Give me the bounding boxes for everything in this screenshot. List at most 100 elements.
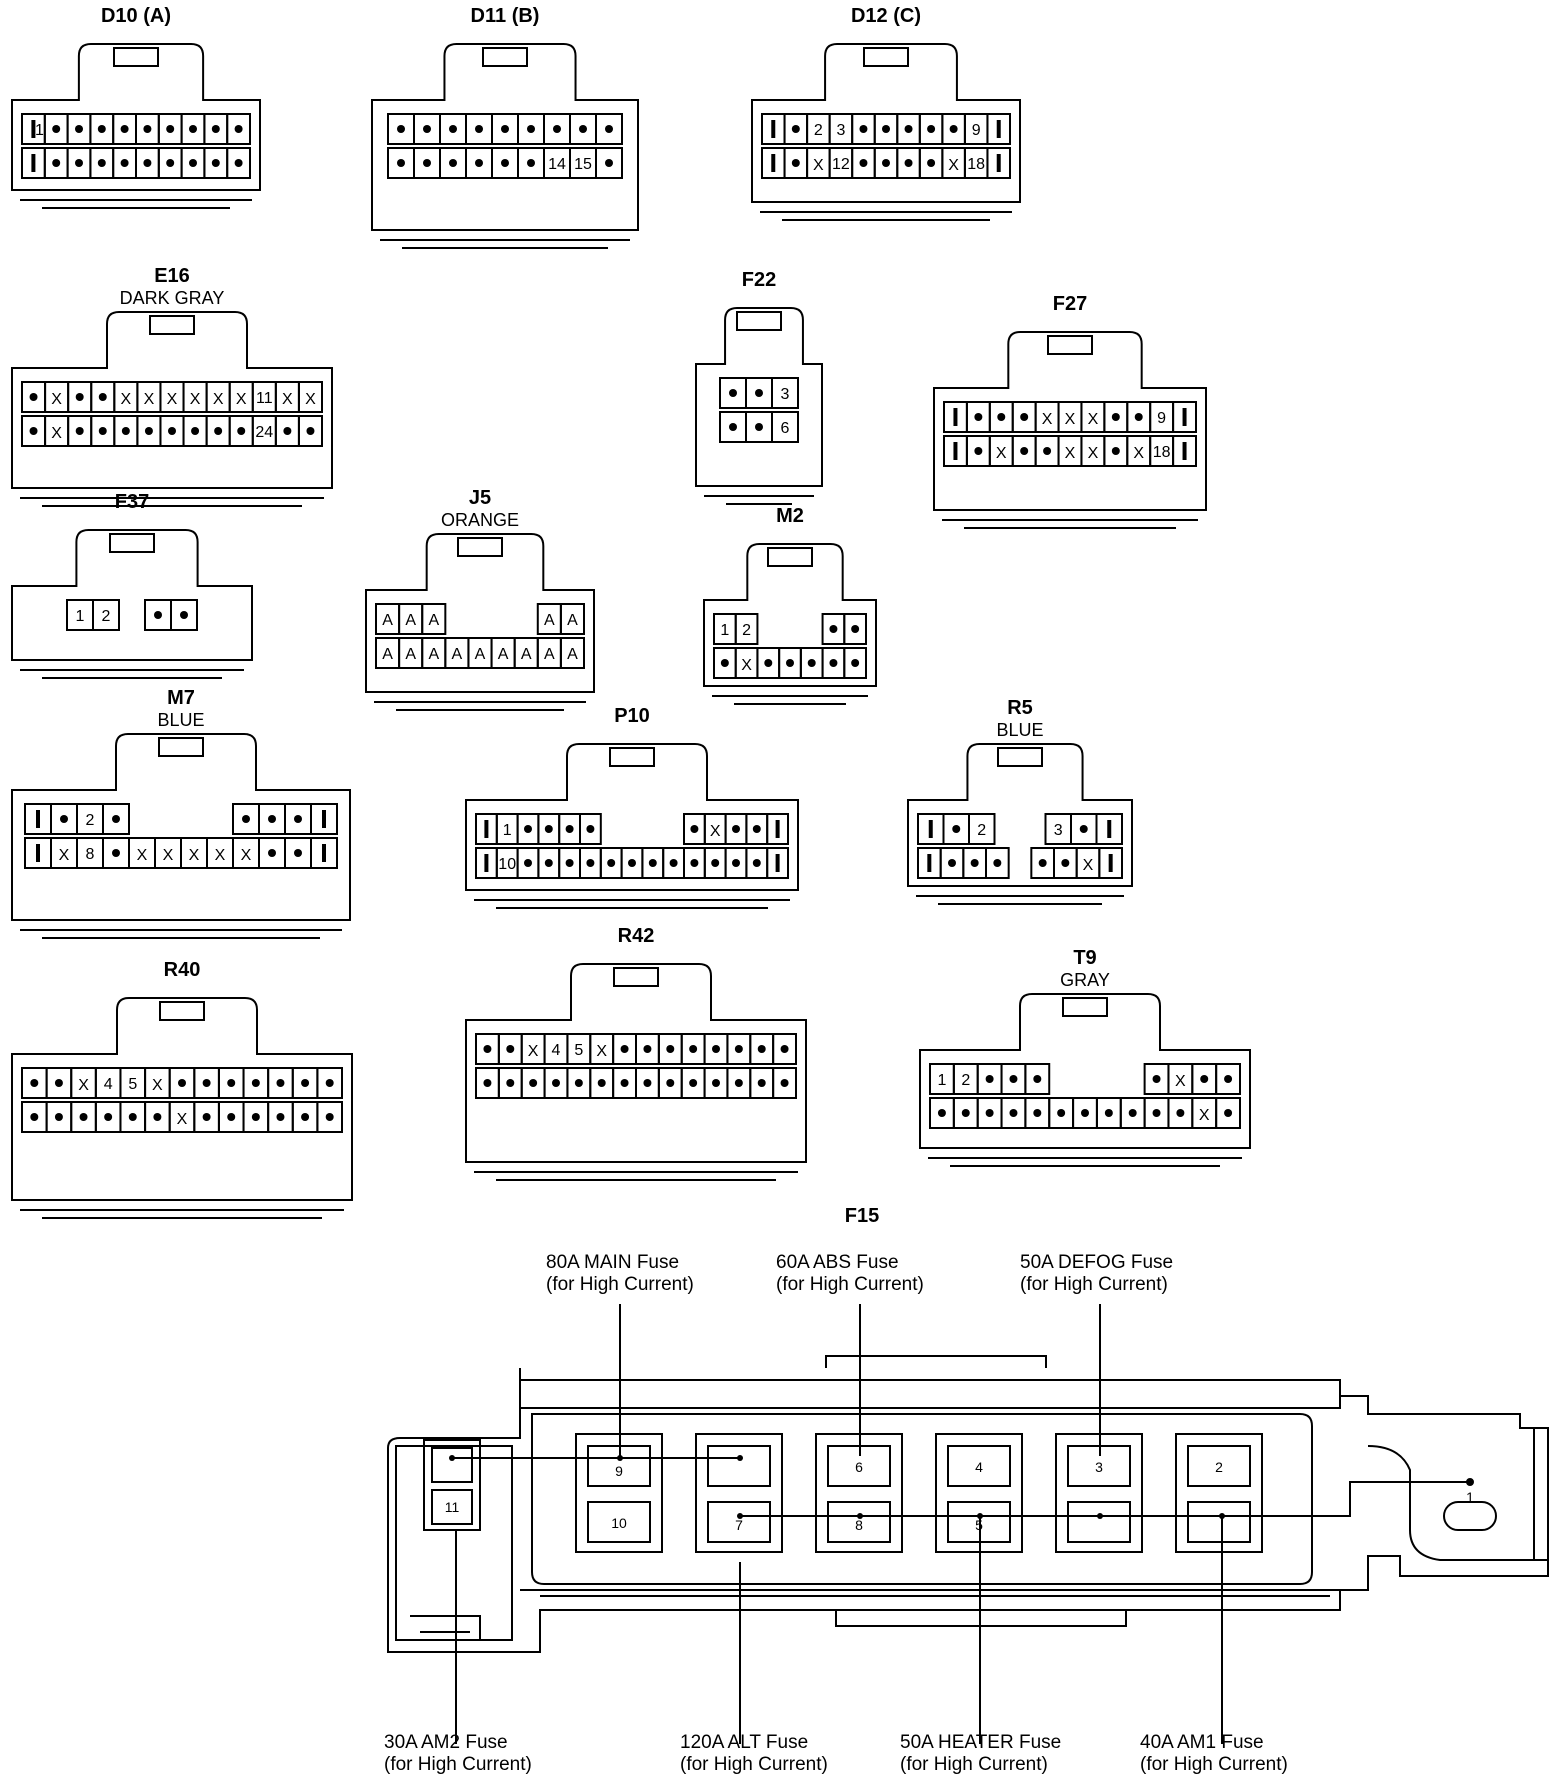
fuse-label-note: (for High Current)	[900, 1754, 1048, 1775]
pin-number: 3	[1054, 822, 1063, 839]
connector-pin	[968, 813, 996, 845]
fuse-label-note: (for High Current)	[1140, 1754, 1288, 1775]
pin-dot	[423, 159, 431, 167]
fuse-pin-3: 3	[1095, 1459, 1103, 1475]
pin-dot	[268, 849, 276, 857]
pin-number: 1	[937, 1072, 946, 1089]
pin-dot	[1111, 413, 1120, 421]
pin-dot	[227, 1079, 236, 1087]
pin-number: 18	[1153, 444, 1171, 461]
pin-dot	[29, 427, 38, 435]
connector-pin	[986, 147, 1011, 179]
pin-number: 8	[86, 846, 95, 863]
pin-dot	[985, 1109, 994, 1117]
pin-dot	[689, 1079, 698, 1087]
pin-dot	[1043, 447, 1052, 455]
fuse-labels: 80A MAIN Fuse(for High Current)60A ABS F…	[384, 1252, 1288, 1775]
pin-dot	[752, 825, 761, 833]
connector-pin	[734, 613, 759, 645]
pin-dot	[1152, 1075, 1161, 1083]
connector-color: GRAY	[1060, 970, 1110, 990]
pin-empty-x: X	[1199, 1107, 1210, 1124]
pin-empty-x: X	[1042, 411, 1053, 428]
fuse-pin-11: 11	[445, 1499, 460, 1515]
pin-empty-x: X	[163, 847, 174, 864]
pin-dot	[97, 125, 106, 133]
pin-dot	[242, 815, 250, 823]
connector-pin	[843, 647, 867, 679]
pin-dot	[712, 1079, 720, 1087]
pin-number: 2	[977, 822, 986, 839]
pin-dot	[829, 625, 838, 633]
pin-dot	[325, 1113, 334, 1121]
pin-dot	[483, 1079, 492, 1087]
pin-number: A	[544, 612, 555, 629]
pin-number: A	[452, 646, 463, 663]
pin-empty-x: X	[189, 847, 200, 864]
pin-dot	[882, 125, 890, 133]
fuse-terminal	[707, 1445, 771, 1487]
pin-dot	[952, 825, 961, 833]
pin-dot	[552, 1079, 560, 1087]
connector-pin	[297, 415, 323, 447]
pin-number: 11	[256, 390, 273, 407]
pin-dot	[98, 427, 107, 435]
connector-pin	[102, 803, 130, 835]
pin-number: 15	[574, 156, 592, 173]
pin-dot	[30, 1113, 39, 1121]
connector-pin	[766, 847, 790, 879]
pin-dot	[690, 825, 699, 833]
pin-empty-x: X	[996, 445, 1007, 462]
fuse-pin-10: 10	[611, 1515, 627, 1531]
pin-dot	[214, 427, 223, 435]
pin-dot	[1128, 1109, 1137, 1117]
pin-dot	[143, 159, 152, 167]
connector-title: F27	[1053, 293, 1087, 315]
pin-dot	[720, 659, 729, 667]
pin-dot	[306, 427, 315, 435]
fuse-pin-4: 4	[975, 1459, 983, 1475]
pin-dot	[475, 159, 483, 167]
connector-d10: D10 (A)1	[11, 5, 261, 209]
connector-pin	[421, 603, 447, 635]
pin-dot	[605, 159, 613, 167]
pin-dot	[75, 125, 83, 133]
pin-dot	[506, 1045, 515, 1053]
pin-dot	[251, 1079, 260, 1087]
pin-number: 14	[548, 156, 566, 173]
fuse-pin-8: 8	[855, 1517, 863, 1533]
pin-dot	[1079, 825, 1088, 833]
pin-dot	[757, 1045, 766, 1053]
connector-title: F22	[742, 269, 776, 291]
pin-dot	[643, 1045, 652, 1053]
pin-dot	[202, 1079, 211, 1087]
pin-number: A	[567, 612, 578, 629]
pin-empty-x: X	[121, 391, 132, 408]
pin-dot	[949, 125, 958, 133]
pin-dot	[120, 159, 129, 167]
pin-dot	[997, 413, 1006, 421]
fuse-terminal	[827, 1501, 891, 1543]
pin-dot	[301, 1113, 310, 1121]
pin-dot	[690, 859, 699, 867]
pin-empty-x: X	[1133, 445, 1144, 462]
fuse-label-note: (for High Current)	[776, 1274, 924, 1295]
fuse-slot	[1175, 1433, 1263, 1553]
pin-dot	[927, 159, 936, 167]
pin-dot	[276, 1113, 285, 1121]
pin-dot	[112, 815, 120, 823]
pin-number: 1	[76, 608, 85, 625]
pin-dot	[234, 125, 243, 133]
pin-number: A	[521, 646, 532, 663]
connector-title: R40	[164, 959, 201, 981]
pin-empty-x: X	[528, 1043, 539, 1060]
pin-number: 10	[498, 856, 516, 873]
pin-dot	[475, 125, 483, 133]
